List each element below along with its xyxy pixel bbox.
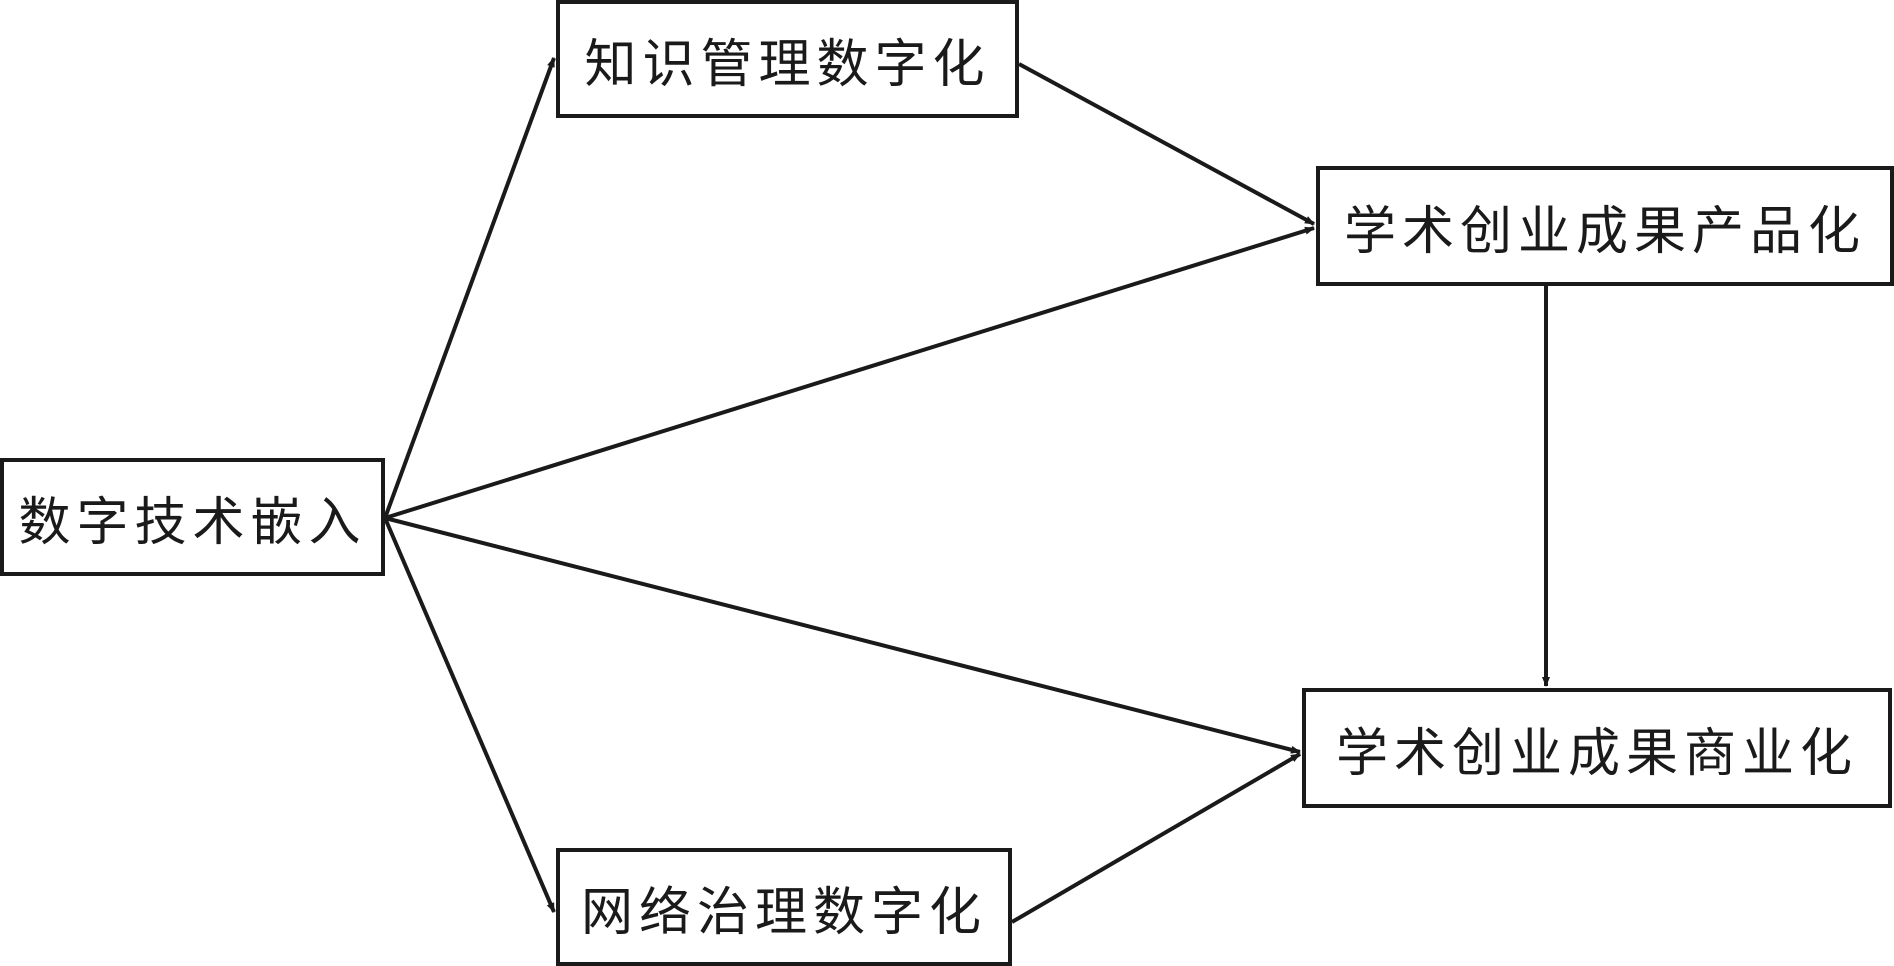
node-academic-venture-commercialization: 学术创业成果商业化 <box>1302 688 1892 808</box>
node-digital-tech-embedding: 数字技术嵌入 <box>0 458 385 576</box>
edge-embed-to-network <box>383 517 556 913</box>
edge-knowledge-to-product <box>1018 62 1315 226</box>
node-network-governance-digitalization: 网络治理数字化 <box>556 848 1012 966</box>
node-knowledge-management-digitalization: 知识管理数字化 <box>556 0 1019 118</box>
edge-embed-to-product <box>384 226 1315 520</box>
edge-embed-to-knowledge <box>383 57 556 519</box>
node-academic-venture-productization: 学术创业成果产品化 <box>1316 166 1894 286</box>
edge-embed-to-commerce <box>384 516 1301 754</box>
edge-network-to-commerce <box>1010 752 1302 924</box>
